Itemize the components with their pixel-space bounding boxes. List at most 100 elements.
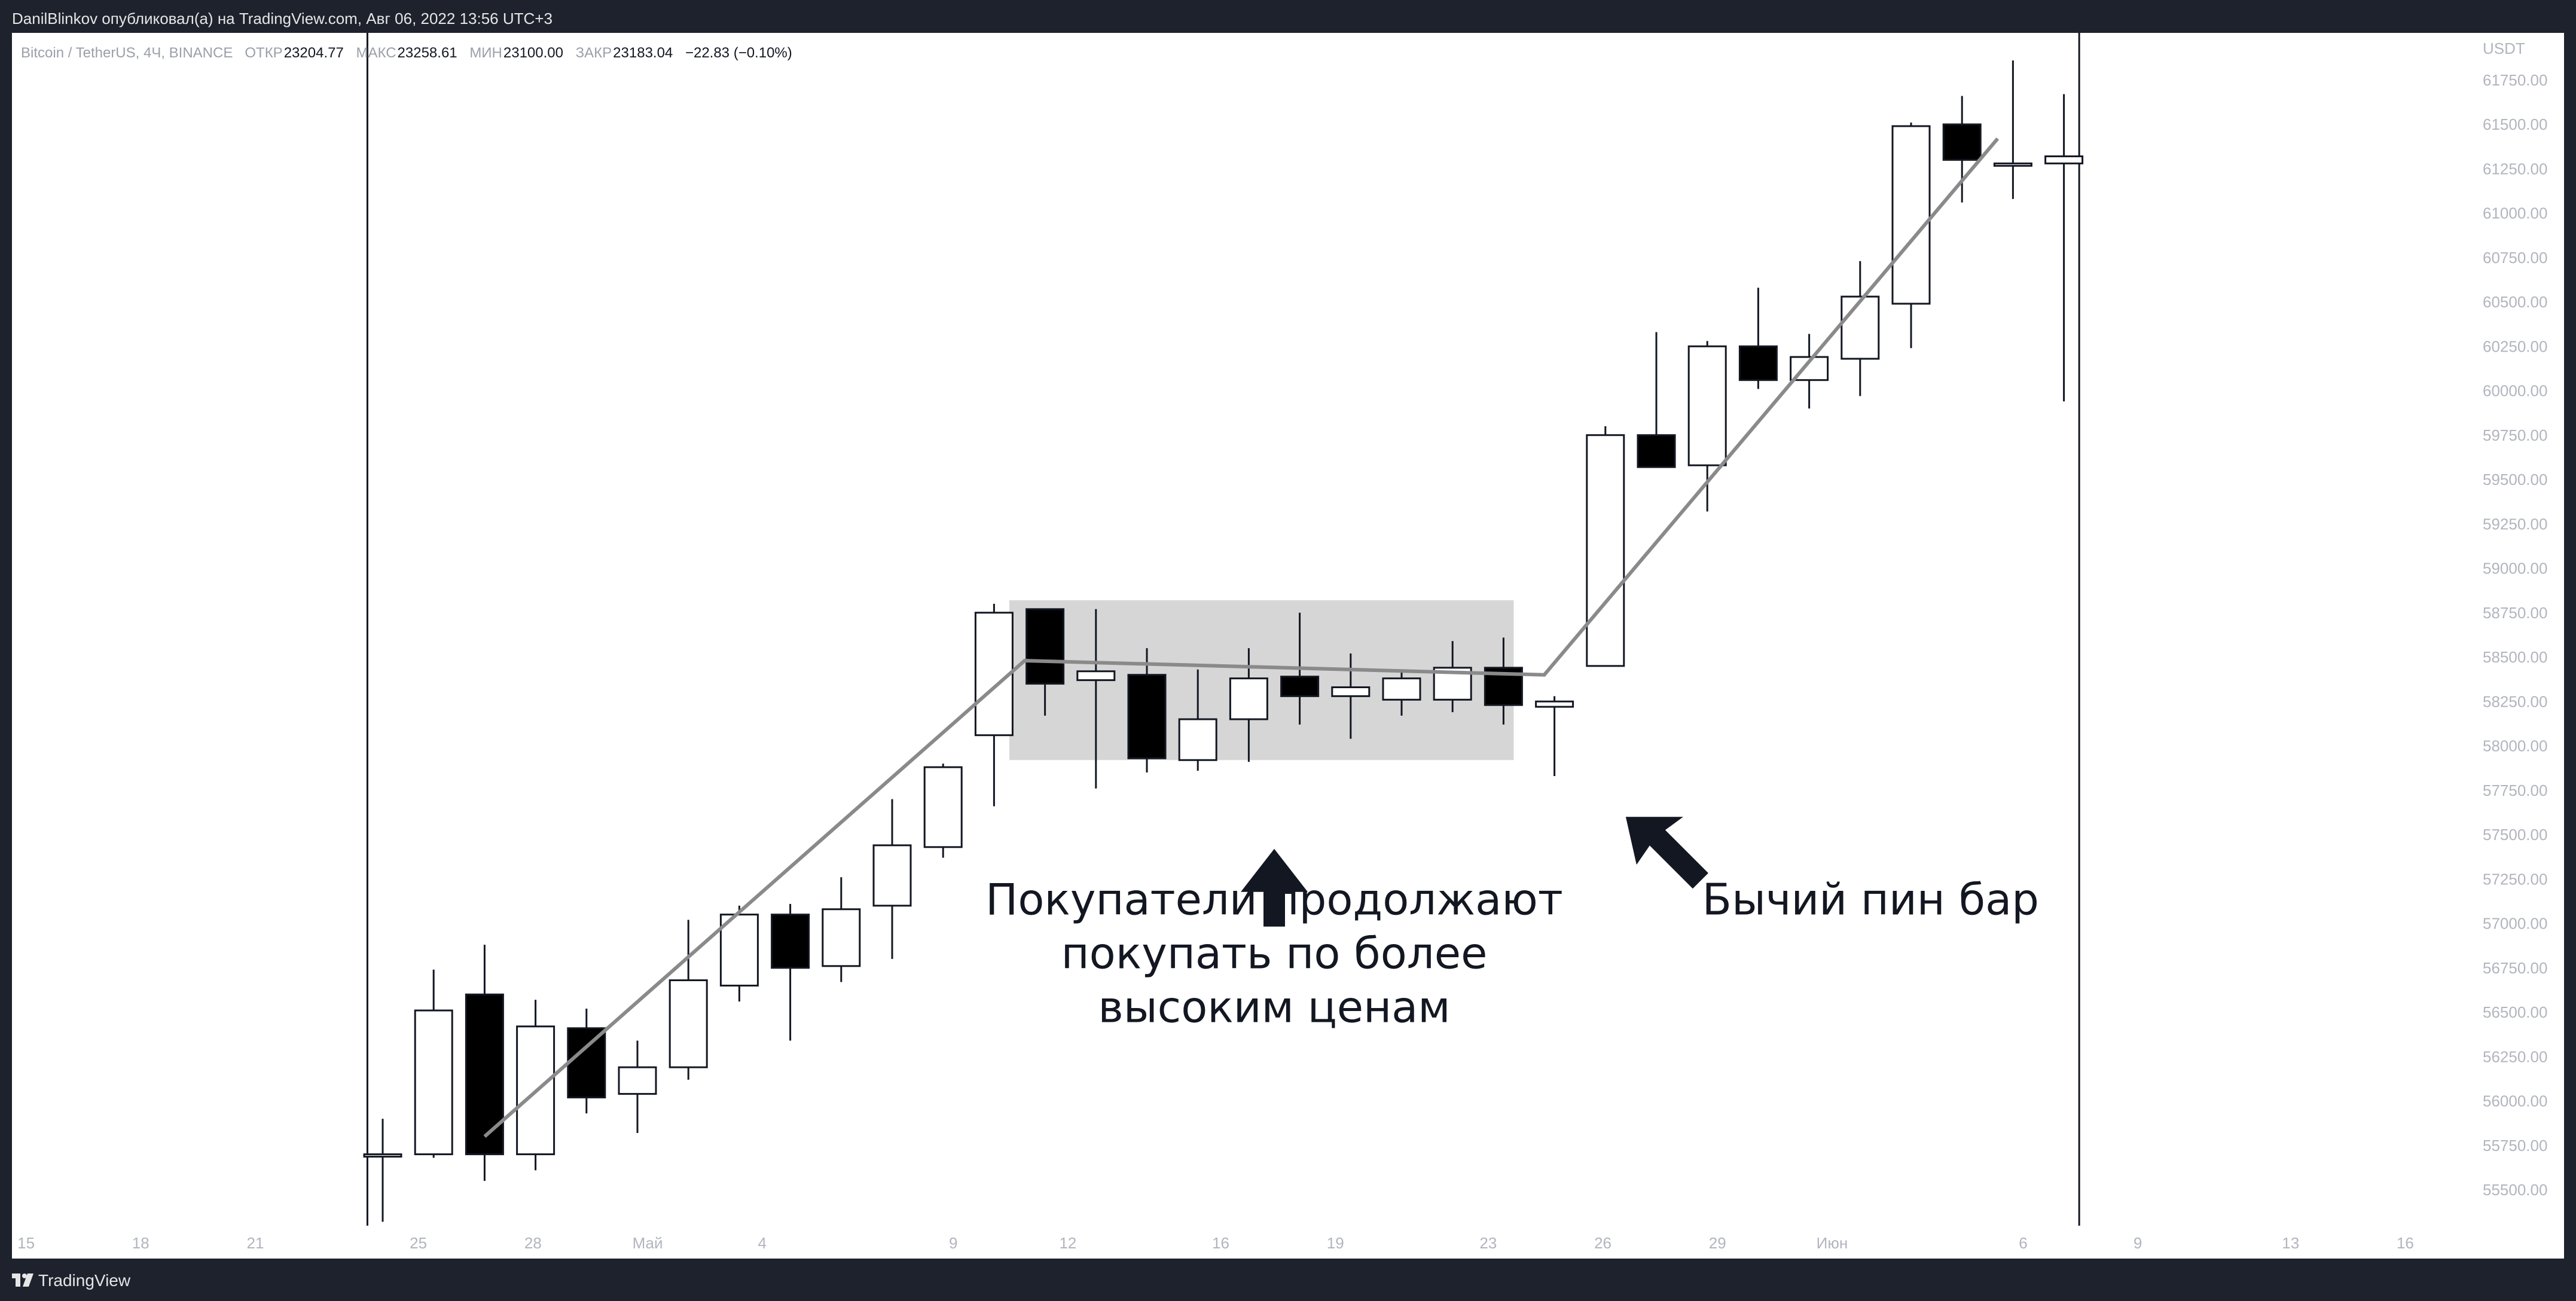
date-tick-label: 12 (1059, 1234, 1076, 1252)
price-tick-label: 58000.00 (2483, 737, 2547, 755)
publish-bar: DanilBlinkov опубликовал(а) на TradingVi… (0, 0, 2576, 33)
candle-body (822, 908, 861, 967)
price-tick-label: 56500.00 (2483, 1003, 2547, 1021)
candle-body (923, 766, 963, 848)
candle-body (1993, 162, 2032, 167)
price-tick-label: 58250.00 (2483, 692, 2547, 710)
date-tick-label: 13 (2282, 1234, 2299, 1252)
price-tick-label: 59250.00 (2483, 515, 2547, 533)
close-value: 23183.04 (613, 45, 673, 61)
annotation-buyers-line: высоким ценам (1098, 982, 1450, 1033)
date-tick-label: 16 (1212, 1234, 1229, 1252)
candle-body (2044, 155, 2084, 164)
candle-body (363, 1153, 402, 1158)
candle-body (1942, 123, 1982, 161)
candle-body (872, 844, 912, 907)
change-value: −22.83 (−0.10%) (685, 45, 792, 61)
candle-body (974, 612, 1014, 737)
low-value: 23100.00 (503, 45, 563, 61)
close-label: ЗАКР (575, 45, 612, 61)
annotation-buyers-line: Покупатели продолжают (985, 875, 1563, 925)
date-tick-label: 29 (1709, 1234, 1726, 1252)
annotation-buyers-line: покупать по более (1061, 929, 1488, 979)
price-tick-label: 60000.00 (2483, 382, 2547, 400)
symbol-legend: Bitcoin / TetherUS, 4Ч, BINANCE ОТКР2320… (21, 45, 801, 62)
date-tick-label: 21 (247, 1234, 264, 1252)
candle-body (567, 1027, 606, 1099)
candle-body (1025, 608, 1065, 685)
date-tick-label: 23 (1479, 1234, 1497, 1252)
currency-label: USDT (2483, 39, 2525, 57)
price-tick-label: 58750.00 (2483, 604, 2547, 622)
date-tick-label: 16 (2397, 1234, 2414, 1252)
symbol-name: Bitcoin / TetherUS, 4Ч, BINANCE (21, 45, 233, 61)
candle-body (771, 914, 810, 969)
up-arrow-icon (1241, 848, 1308, 927)
price-tick-label: 55500.00 (2483, 1181, 2547, 1199)
price-tick-label: 59750.00 (2483, 426, 2547, 444)
publish-line: DanilBlinkov опубликовал(а) на TradingVi… (12, 10, 553, 28)
candle-body (1891, 125, 1931, 305)
price-tick-label: 56000.00 (2483, 1092, 2547, 1110)
open-value: 23204.77 (283, 45, 344, 61)
price-tick-label: 60500.00 (2483, 293, 2547, 311)
price-tick-label: 58500.00 (2483, 648, 2547, 666)
candle-body (1076, 670, 1116, 682)
diagonal-arrow-icon (1625, 817, 1708, 889)
date-tick-label: 25 (410, 1234, 427, 1252)
trend-line (483, 137, 2000, 1138)
date-tick-label: Май (633, 1234, 663, 1252)
price-tick-label: 59000.00 (2483, 560, 2547, 578)
candle-body (618, 1066, 657, 1095)
date-tick-label: 6 (2019, 1234, 2027, 1252)
price-tick-label: 56750.00 (2483, 959, 2547, 977)
candle-body (669, 979, 708, 1068)
date-tick-label: 18 (132, 1234, 149, 1252)
price-tick-label: 56250.00 (2483, 1047, 2547, 1065)
price-tick-label: 60250.00 (2483, 337, 2547, 355)
price-tick-label: 57750.00 (2483, 781, 2547, 799)
candle-body (1535, 700, 1574, 708)
date-tick-label: 26 (1594, 1234, 1611, 1252)
price-tick-label: 61250.00 (2483, 160, 2547, 178)
date-tick-label: 4 (758, 1234, 767, 1252)
candle-body (1738, 345, 1778, 381)
candle-body (1331, 686, 1371, 697)
candle-body (1637, 434, 1676, 468)
candle-body (1841, 295, 1880, 360)
price-tick-label: 57500.00 (2483, 826, 2547, 844)
price-tick-label: 61500.00 (2483, 115, 2547, 133)
candle-body (1178, 718, 1217, 761)
date-tick-label: 15 (17, 1234, 35, 1252)
low-label: МИН (469, 45, 502, 61)
footer-bar (0, 1259, 2576, 1301)
candle-body (1280, 676, 1320, 697)
high-label: МАКС (356, 45, 396, 61)
candle-body (719, 914, 759, 987)
price-tick-label: 57000.00 (2483, 915, 2547, 933)
date-tick-label: 9 (2134, 1234, 2142, 1252)
price-tick-label: 61000.00 (2483, 204, 2547, 222)
date-tick-label: Июн (1817, 1234, 1848, 1252)
candle-body (414, 1009, 453, 1156)
candle-body (465, 993, 504, 1156)
candle-body (1127, 674, 1167, 759)
candle-body (1687, 345, 1727, 466)
date-tick-label: 9 (949, 1234, 957, 1252)
high-value: 23258.61 (397, 45, 457, 61)
price-tick-label: 55750.00 (2483, 1137, 2547, 1155)
brand-name[interactable]: TradingView (38, 1271, 131, 1290)
price-tick-label: 61750.00 (2483, 71, 2547, 89)
candle-body (1229, 677, 1268, 720)
date-tick-label: 28 (524, 1234, 542, 1252)
date-tick-label: 19 (1327, 1234, 1344, 1252)
price-tick-label: 60750.00 (2483, 249, 2547, 267)
annotation-pinbar-line: Бычий пин бар (1702, 875, 2039, 925)
candle-body (1586, 434, 1625, 667)
price-tick-label: 59500.00 (2483, 471, 2547, 488)
open-label: ОТКР (245, 45, 283, 61)
price-tick-label: 57250.00 (2483, 870, 2547, 888)
candle-body (1382, 677, 1421, 701)
tradingview-logo-icon[interactable] (12, 1270, 35, 1290)
